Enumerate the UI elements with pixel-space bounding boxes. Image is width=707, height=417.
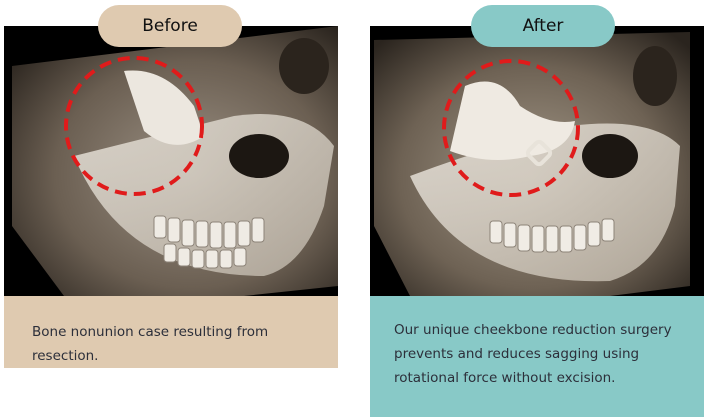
highlight-circle: [64, 56, 204, 196]
before-ct-scan-image: [4, 26, 338, 296]
skull-scan-graphic: [370, 26, 704, 296]
before-label: Before: [98, 5, 242, 47]
after-caption: Our unique cheekbone reduction surgery p…: [370, 296, 704, 417]
skull-scan-graphic: [4, 26, 338, 296]
before-caption: Bone nonunion case resulting from resect…: [4, 296, 338, 368]
after-label: After: [471, 5, 615, 47]
after-ct-scan-image: [370, 26, 704, 296]
highlight-circle: [442, 59, 580, 197]
